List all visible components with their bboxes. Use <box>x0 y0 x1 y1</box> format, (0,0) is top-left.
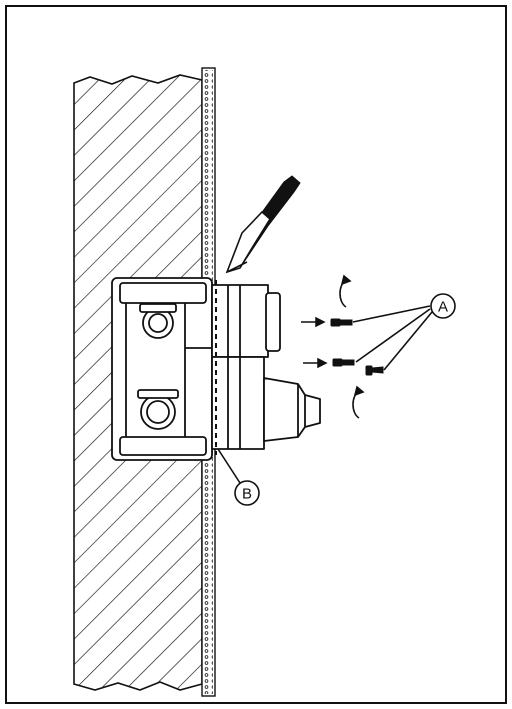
utility-knife-icon <box>225 175 301 274</box>
rotate-arrow-icon <box>339 274 365 419</box>
callout-b-leader <box>217 448 241 484</box>
callout-b-label: B <box>242 486 252 503</box>
callout-b-circle <box>234 480 260 506</box>
mixing-valve-body <box>111 277 321 461</box>
callout-a-label: A <box>438 299 448 316</box>
screw-icon <box>330 318 384 376</box>
callout-a-circle <box>430 293 456 319</box>
push-arrow-icon <box>301 316 328 369</box>
callout-a-leaders <box>352 305 433 371</box>
